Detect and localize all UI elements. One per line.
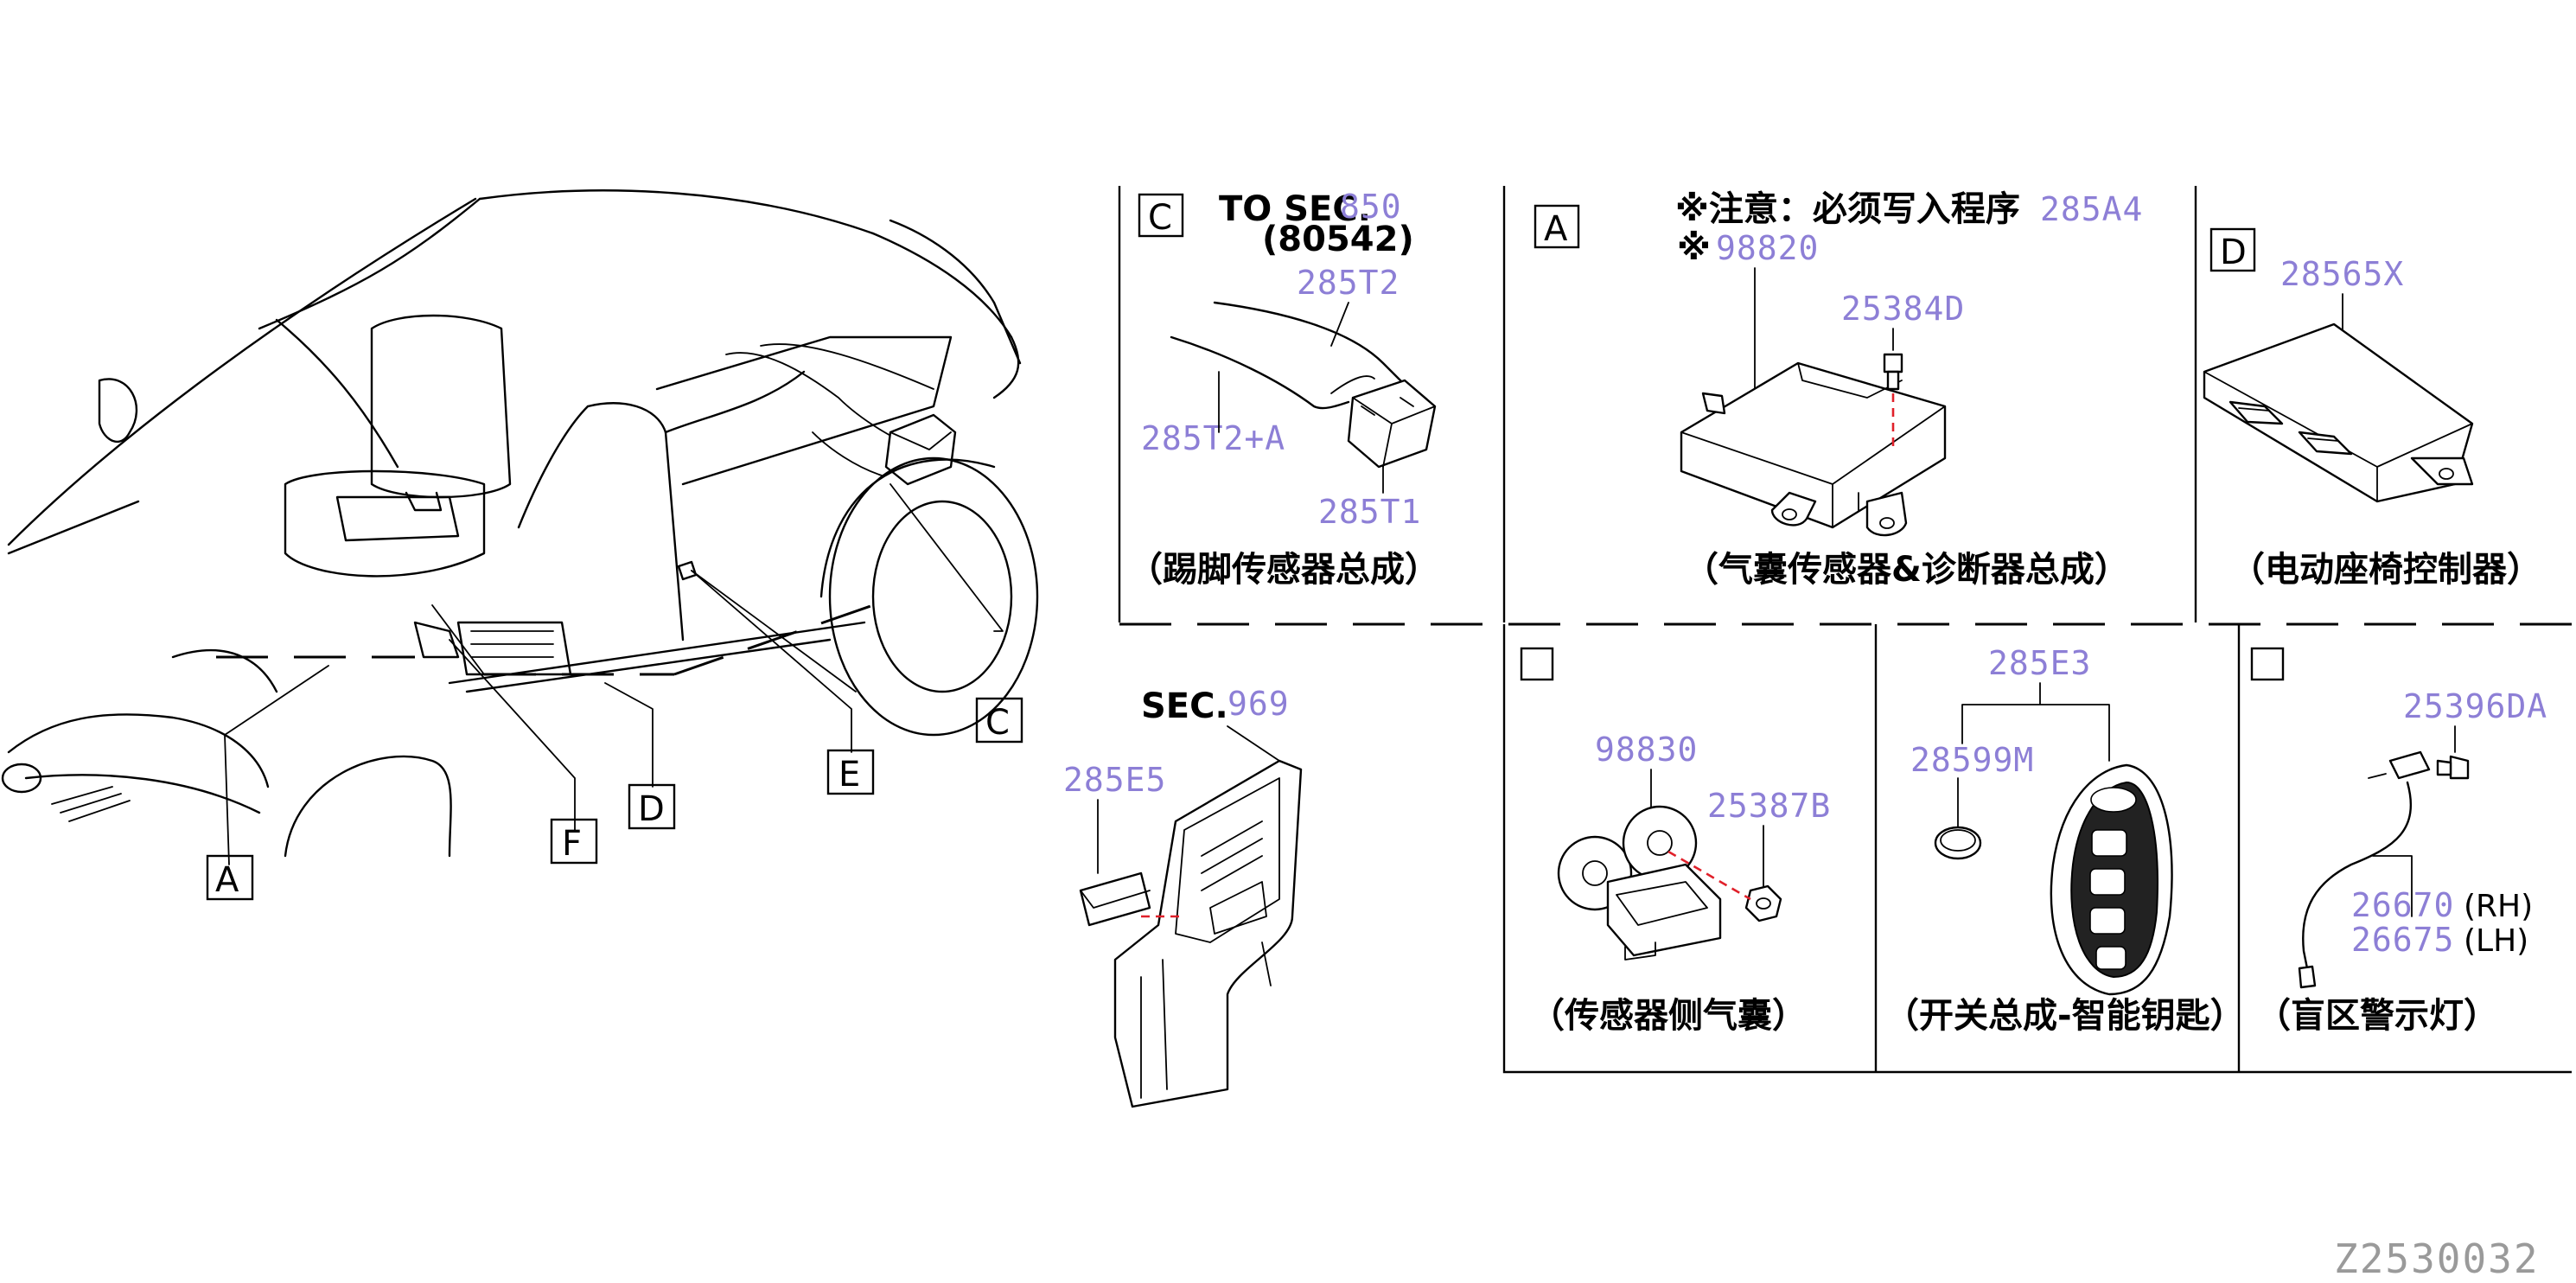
panel-seat-controller: D 28565X （电动座椅控制器）: [2203, 227, 2541, 590]
svg-text:D: D: [638, 789, 665, 829]
svg-text:C: C: [1148, 198, 1172, 238]
svg-text:285T1: 285T1: [1318, 493, 1421, 531]
svg-text:A: A: [215, 860, 239, 900]
svg-text:25396DA: 25396DA: [2403, 687, 2547, 725]
svg-text:SEC.: SEC.: [1141, 686, 1228, 726]
svg-text:C: C: [985, 703, 1010, 743]
callout-e: E: [826, 749, 875, 795]
svg-text:（气囊传感器&诊断器总成）: （气囊传感器&诊断器总成）: [1684, 550, 2129, 590]
svg-text:25384D: 25384D: [1841, 290, 1965, 328]
svg-text:（盲区警示灯）: （盲区警示灯）: [2256, 996, 2498, 1036]
svg-text:※: ※: [1677, 228, 1711, 268]
panel-e-box: [2250, 647, 2285, 681]
panel-frames: [1118, 186, 2572, 1074]
panel-blind-spot: 25396DA 26670 (RH) 26675 (LH) （盲区警示灯）: [2250, 647, 2547, 1036]
svg-text:98820: 98820: [1716, 229, 1819, 267]
svg-text:26670: 26670: [2351, 886, 2454, 924]
svg-text:285T2: 285T2: [1297, 264, 1400, 302]
svg-text:98830: 98830: [1595, 731, 1698, 769]
panel-a-box: [1533, 204, 1580, 249]
panel-f-box: [1520, 647, 1554, 681]
panel-c-box: [1138, 193, 1184, 238]
svg-text:(RH): (RH): [2464, 889, 2533, 924]
callout-d: D: [628, 783, 676, 830]
svg-text:25387B: 25387B: [1707, 787, 1831, 825]
svg-text:969: 969: [1227, 685, 1290, 723]
svg-text:285T2+A: 285T2+A: [1141, 419, 1285, 457]
panel-side-sensor: 98830 25387B （传感器侧气囊）: [1520, 647, 1831, 1036]
svg-text:26675: 26675: [2351, 921, 2454, 959]
svg-text:285E5: 285E5: [1063, 761, 1166, 799]
panel-d-box: [2209, 227, 2256, 272]
panel-trim-part: SEC. 969 285E5: [1063, 685, 1303, 1108]
svg-text:28599M: 28599M: [1910, 741, 2034, 779]
svg-text:(80542): (80542): [1262, 220, 1414, 259]
svg-text:（开关总成-智能钥匙）: （开关总成-智能钥匙）: [1884, 996, 2245, 1036]
svg-text:E: E: [838, 755, 860, 795]
svg-text:285E3: 285E3: [1988, 644, 2091, 682]
callout-a: A: [206, 854, 254, 901]
panel-kick-sensor: C TO SEC. 850 (80542) 285T2 285T2+A 285T…: [1128, 188, 1439, 590]
svg-text:850: 850: [1340, 188, 1402, 226]
svg-text:F: F: [562, 824, 582, 864]
callout-c: C: [975, 697, 1023, 744]
svg-text:D: D: [2220, 233, 2247, 272]
svg-text:(LH): (LH): [2464, 923, 2528, 959]
svg-text:A: A: [1544, 209, 1568, 249]
panel-airbag-sensor: A ※注意：必须写入程序 285A4 ※ 98820 25384D （气囊传感器…: [1533, 189, 2143, 590]
drawing-code: Z2530032: [2334, 1235, 2540, 1282]
svg-text:TO SEC.: TO SEC.: [1219, 189, 1371, 229]
callout-f: F: [550, 818, 598, 865]
vehicle-overview: A F D E C: [1, 189, 1039, 901]
panel-smart-key: 285E3 28599M （开关总成-智能钥匙）: [1884, 644, 2245, 1036]
svg-text:※注意：必须写入程序: ※注意：必须写入程序: [1675, 189, 2020, 229]
svg-text:28565X: 28565X: [2280, 255, 2404, 293]
svg-text:（踢脚传感器总成）: （踢脚传感器总成）: [1128, 550, 1439, 590]
svg-text:285A4: 285A4: [2040, 190, 2143, 228]
svg-text:（传感器侧气囊）: （传感器侧气囊）: [1530, 996, 1807, 1036]
svg-text:（电动座椅控制器）: （电动座椅控制器）: [2230, 550, 2541, 590]
